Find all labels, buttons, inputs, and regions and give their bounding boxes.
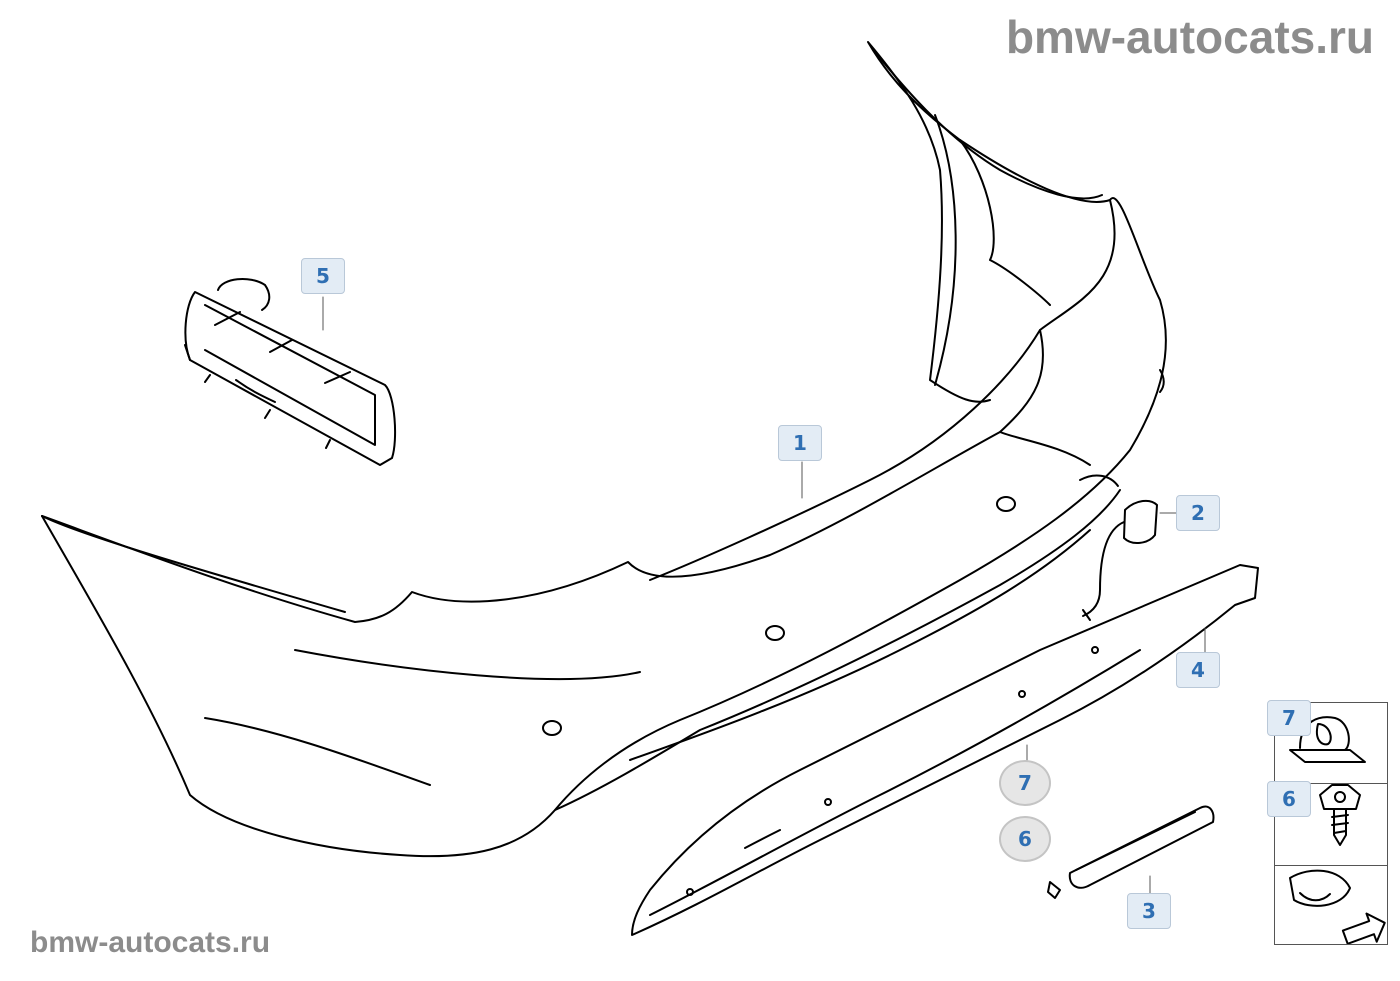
mounting-bracket [184, 278, 397, 466]
reflector-strip [1047, 805, 1215, 899]
arrow-icon [1289, 869, 1386, 945]
screw-icon [1319, 784, 1361, 846]
callout-part-3[interactable]: 3 [1127, 893, 1171, 929]
panel-callout-7[interactable]: 7 [1267, 700, 1311, 736]
watermark-top: bmw-autocats.ru [1005, 11, 1374, 63]
callout-part-5[interactable]: 5 [301, 258, 345, 294]
leader-lines [322, 296, 1206, 894]
watermark-bottom: bmw-autocats.ru [30, 926, 271, 959]
parts-side-panel [1274, 702, 1388, 945]
lower-trim-strip [631, 564, 1259, 936]
towing-eye-cover [1082, 499, 1158, 621]
panel-divider [1275, 865, 1387, 866]
panel-divider [1275, 783, 1387, 784]
rear-bumper-cover [41, 41, 1167, 858]
callout-part-6-round[interactable]: 6 [999, 816, 1051, 862]
callout-part-4[interactable]: 4 [1176, 652, 1220, 688]
callout-part-2[interactable]: 2 [1176, 495, 1220, 531]
callout-part-7-round[interactable]: 7 [999, 760, 1051, 806]
callout-part-1[interactable]: 1 [778, 425, 822, 461]
panel-callout-6[interactable]: 6 [1267, 781, 1311, 817]
